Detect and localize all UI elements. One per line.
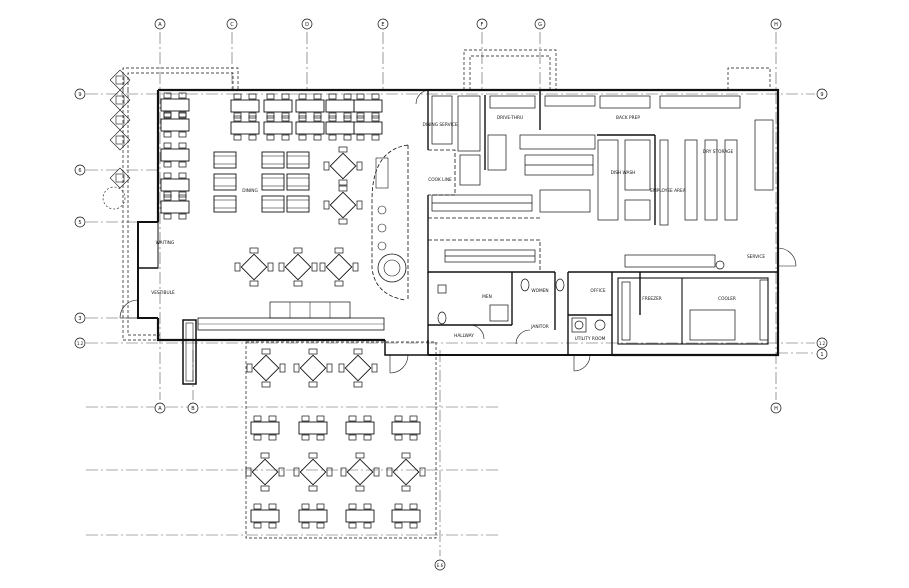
dashed-partitions bbox=[371, 144, 541, 301]
dining-furniture bbox=[160, 92, 407, 331]
interior-walls bbox=[137, 90, 778, 355]
exterior-walls bbox=[137, 88, 780, 385]
grid-label-h: H bbox=[774, 22, 778, 28]
room-label-utility-room: UTILITY ROOM bbox=[575, 336, 606, 342]
room-label-office: OFFICE bbox=[590, 288, 606, 294]
room-label-cook-line: COOK LINE bbox=[428, 177, 452, 183]
grid-label-5: 5 bbox=[78, 220, 81, 226]
grid-label-9-left: 9 bbox=[78, 92, 81, 98]
patio-furniture bbox=[245, 348, 426, 529]
room-label-cooler: COOLER bbox=[718, 296, 736, 302]
grid-label-g: G bbox=[538, 22, 542, 28]
grid-lines bbox=[86, 32, 815, 556]
room-label-hallway: HALLWAY bbox=[454, 333, 474, 339]
room-label-dining-service: DINING SERVICE bbox=[422, 122, 457, 128]
room-label-freezer: FREEZER bbox=[642, 296, 662, 302]
grid-label-b-bottom: B bbox=[191, 406, 195, 412]
room-label-vestibule: VESTIBULE bbox=[151, 290, 175, 296]
room-label-dry-storage: DRY STORAGE bbox=[703, 149, 734, 155]
grid-bubbles: A C D E F G H 9 9 6 5 3 1.2 1.2 1 A B E.… bbox=[74, 18, 828, 571]
room-label-drive-thru: DRIVE-THRU bbox=[497, 115, 523, 121]
grid-label-6: 6 bbox=[78, 168, 81, 174]
canopy-outlines bbox=[122, 49, 771, 539]
room-label-janitor: JANITOR bbox=[530, 324, 549, 330]
room-label-employee-area: EMPLOYEE AREA bbox=[650, 188, 685, 194]
planters bbox=[102, 69, 131, 210]
room-label-dish-wash: DISH WASH bbox=[611, 170, 636, 176]
room-label-mens: MEN bbox=[482, 294, 492, 300]
room-labels: DINING WAITING VESTIBULE COOK LINE DRIVE… bbox=[151, 115, 765, 342]
doors bbox=[119, 89, 797, 374]
room-label-dining: DINING bbox=[242, 188, 258, 194]
grid-label-c: C bbox=[230, 22, 234, 28]
room-label-waiting: WAITING bbox=[156, 240, 175, 246]
grid-label-1: 1 bbox=[820, 352, 823, 358]
room-label-back-prep: BACK PREP bbox=[616, 115, 640, 121]
grid-label-1-2-left: 1.2 bbox=[77, 341, 84, 346]
grid-label-e6-bottom: E.6 bbox=[437, 563, 444, 568]
room-label-womens: WOMEN bbox=[531, 288, 548, 294]
grid-label-f: F bbox=[481, 22, 484, 28]
kitchen-equipment bbox=[431, 95, 774, 345]
grid-label-a: A bbox=[158, 22, 162, 28]
grid-label-1-2-right: 1.2 bbox=[819, 341, 826, 346]
grid-label-a-bottom: A bbox=[158, 406, 162, 412]
grid-label-d: D bbox=[305, 22, 309, 28]
grid-label-e: E bbox=[381, 22, 384, 28]
grid-label-h-bottom: H bbox=[774, 406, 778, 412]
grid-label-9-right: 9 bbox=[820, 92, 823, 98]
room-label-service: SERVICE bbox=[747, 254, 765, 260]
grid-label-3: 3 bbox=[78, 316, 81, 322]
